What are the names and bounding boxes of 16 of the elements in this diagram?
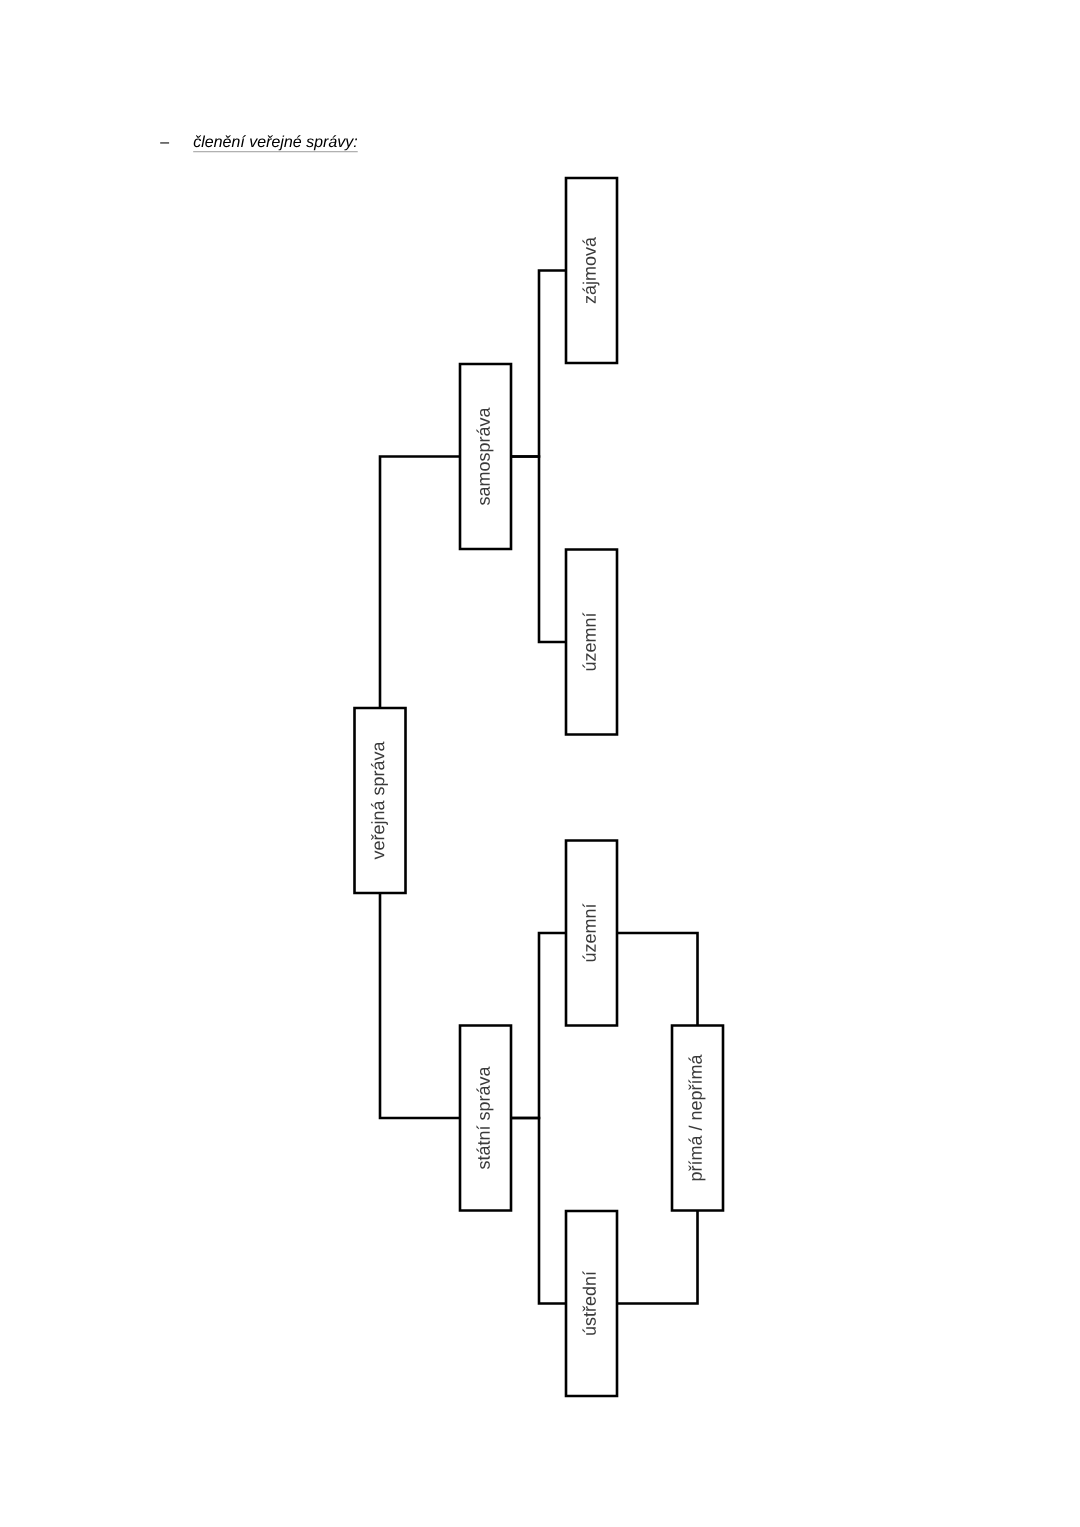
category-box: zájmová (564, 176, 619, 365)
connector-line (617, 931, 699, 1026)
category-box: přímá / nepřímá (670, 1024, 725, 1212)
category-box: státní správa (458, 1024, 513, 1212)
heading: členění veřejné správy: (193, 135, 358, 152)
connector-line (511, 455, 566, 644)
connector-line (617, 1210, 699, 1305)
connector-line (378, 893, 460, 1120)
category-box: územní (564, 839, 619, 1027)
list-dash: – (160, 142, 170, 144)
category-box: veřejná správa (353, 706, 407, 895)
category-box: územní (564, 548, 619, 736)
connector-line (511, 1116, 566, 1305)
connector-line (378, 455, 460, 708)
category-box: ústřední (564, 1209, 619, 1398)
category-box: samospráva (458, 362, 513, 551)
